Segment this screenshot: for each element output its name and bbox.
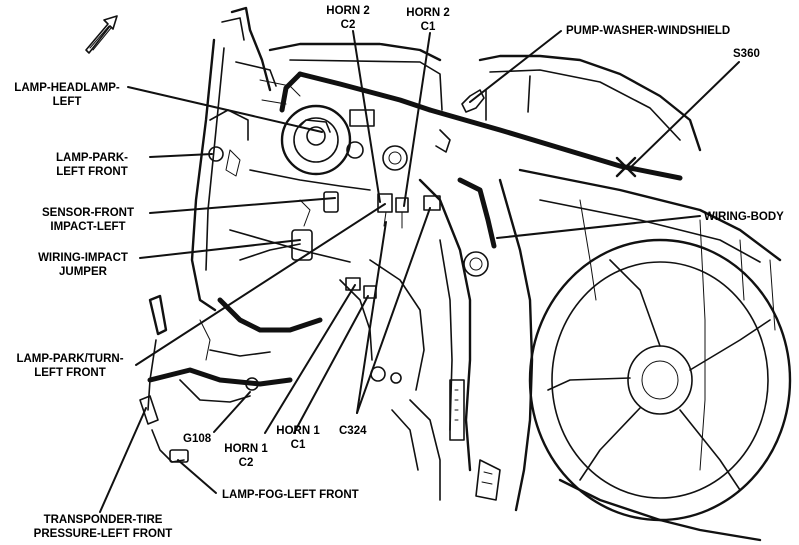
label-sensor-front-impact-left: SENSOR-FRONT IMPACT-LEFT bbox=[42, 207, 134, 233]
leader-c324-b bbox=[356, 207, 431, 414]
leader-lamp-park-left-front bbox=[149, 153, 213, 158]
label-lamp-fog-left-front: LAMP-FOG-LEFT FRONT bbox=[222, 489, 359, 501]
label-lamp-park-left-front: LAMP-PARK- LEFT FRONT bbox=[56, 152, 128, 178]
horn-connectors bbox=[345, 193, 441, 299]
leader-wiring-body bbox=[496, 215, 701, 239]
leader-lamp-headlamp-left bbox=[127, 86, 323, 133]
lower-left-harness bbox=[139, 191, 339, 463]
leader-sensor-front-impact-left bbox=[149, 197, 336, 214]
label-wiring-body: WIRING-BODY bbox=[704, 211, 784, 223]
leader-wiring-impact-jumper bbox=[139, 239, 301, 259]
label-horn1-c2: HORN 1 C2 bbox=[224, 443, 268, 469]
leader-horn1-c1 bbox=[293, 295, 369, 434]
forward-arrow-icon bbox=[85, 15, 118, 54]
label-pump-washer-windshield: PUMP-WASHER-WINDSHIELD bbox=[566, 25, 731, 37]
leader-horn1-c2 bbox=[264, 284, 356, 434]
wiring-body-harness bbox=[279, 71, 683, 249]
leader-transponder-tire bbox=[99, 407, 147, 513]
leader-horn2-c2 bbox=[352, 30, 381, 203]
washer-reservoir bbox=[478, 54, 702, 152]
leader-lamp-park-turn-left-front bbox=[135, 203, 386, 366]
leader-c324-a bbox=[356, 221, 387, 414]
leader-g108 bbox=[213, 391, 251, 433]
leader-horn2-c1 bbox=[403, 32, 431, 207]
label-lamp-park-turn-left-front: LAMP-PARK/TURN- LEFT FRONT bbox=[16, 353, 124, 379]
label-transponder-tire-pressure-left-front: TRANSPONDER-TIRE PRESSURE-LEFT FRONT bbox=[33, 514, 173, 540]
label-wiring-impact-jumper: WIRING-IMPACT JUMPER bbox=[38, 252, 128, 278]
label-g108: G108 bbox=[183, 433, 212, 445]
radiator-fan-frame bbox=[498, 168, 792, 542]
leader-pump-washer-windshield bbox=[469, 30, 562, 103]
label-horn2-c2: HORN 2 C2 bbox=[326, 5, 370, 31]
label-s360: S360 bbox=[733, 48, 760, 60]
label-lamp-headlamp-left: LAMP-HEADLAMP- LEFT bbox=[14, 82, 120, 108]
headlamp-housing bbox=[190, 6, 443, 312]
front-structure bbox=[339, 178, 501, 501]
leader-s360 bbox=[629, 61, 740, 169]
label-horn2-c1: HORN 2 C1 bbox=[406, 7, 450, 33]
x-mark-icon bbox=[615, 156, 637, 178]
leader-lamp-fog-left-front bbox=[177, 459, 217, 494]
leader-lines bbox=[99, 30, 740, 513]
label-horn1-c1: HORN 1 C1 bbox=[276, 425, 320, 451]
label-c324: C324 bbox=[339, 425, 367, 437]
